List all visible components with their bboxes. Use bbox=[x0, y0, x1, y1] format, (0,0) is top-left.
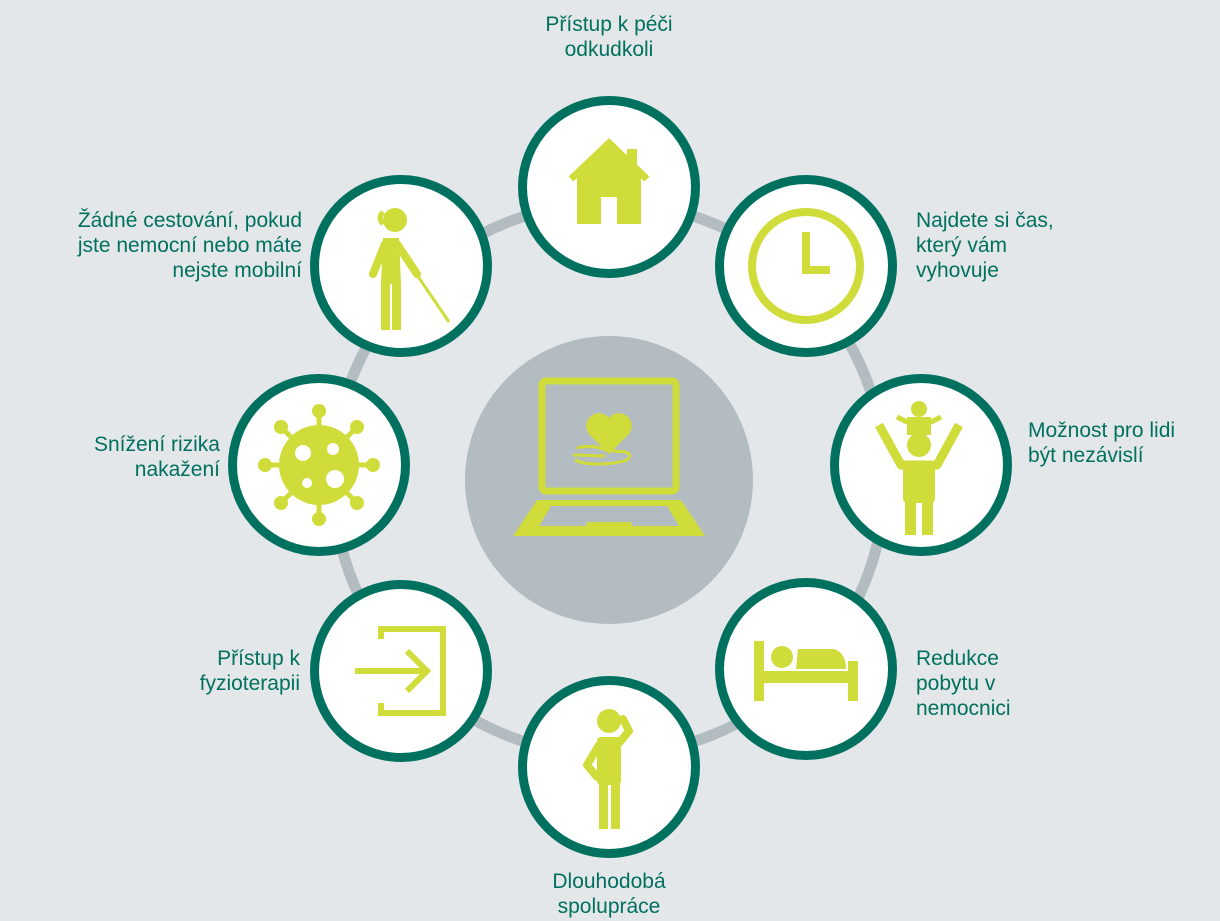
label-time: Najdete si čas, který vám vyhovuje bbox=[916, 209, 1054, 282]
node-infection bbox=[228, 374, 410, 556]
virus-icon bbox=[258, 404, 380, 526]
label-travel: Žádné cestování, pokud jste nemocní nebo… bbox=[77, 209, 302, 282]
label-independence: Možnost pro lidi být nezávislí bbox=[1028, 419, 1176, 467]
label-infection: Snížení rizika nakažení bbox=[93, 433, 220, 481]
enter-arrow-icon bbox=[355, 626, 446, 716]
label-hospital: Redukce pobytu v nemocnici bbox=[916, 647, 1011, 720]
center-hub bbox=[465, 336, 753, 624]
thinking-person-icon bbox=[583, 709, 633, 829]
node-independence bbox=[830, 374, 1012, 556]
label-access: Přístup k péči odkudkoli bbox=[545, 13, 673, 61]
label-longterm: Dlouhodobá spolupráce bbox=[552, 870, 666, 918]
node-travel bbox=[310, 175, 492, 357]
node-time bbox=[715, 175, 897, 357]
node-physio bbox=[310, 580, 492, 762]
person-in-bed-icon bbox=[754, 641, 858, 701]
node-access bbox=[518, 96, 700, 278]
house-icon bbox=[568, 138, 650, 224]
node-longterm bbox=[518, 676, 700, 858]
node-hospital bbox=[715, 578, 897, 760]
laptop-heart-hand-icon bbox=[513, 377, 705, 536]
clock-icon bbox=[748, 208, 864, 324]
label-physio: Přístup k fyzioterapii bbox=[199, 647, 300, 695]
adult-child-shoulders-icon bbox=[875, 401, 963, 535]
elderly-person-cane-icon bbox=[369, 208, 451, 330]
